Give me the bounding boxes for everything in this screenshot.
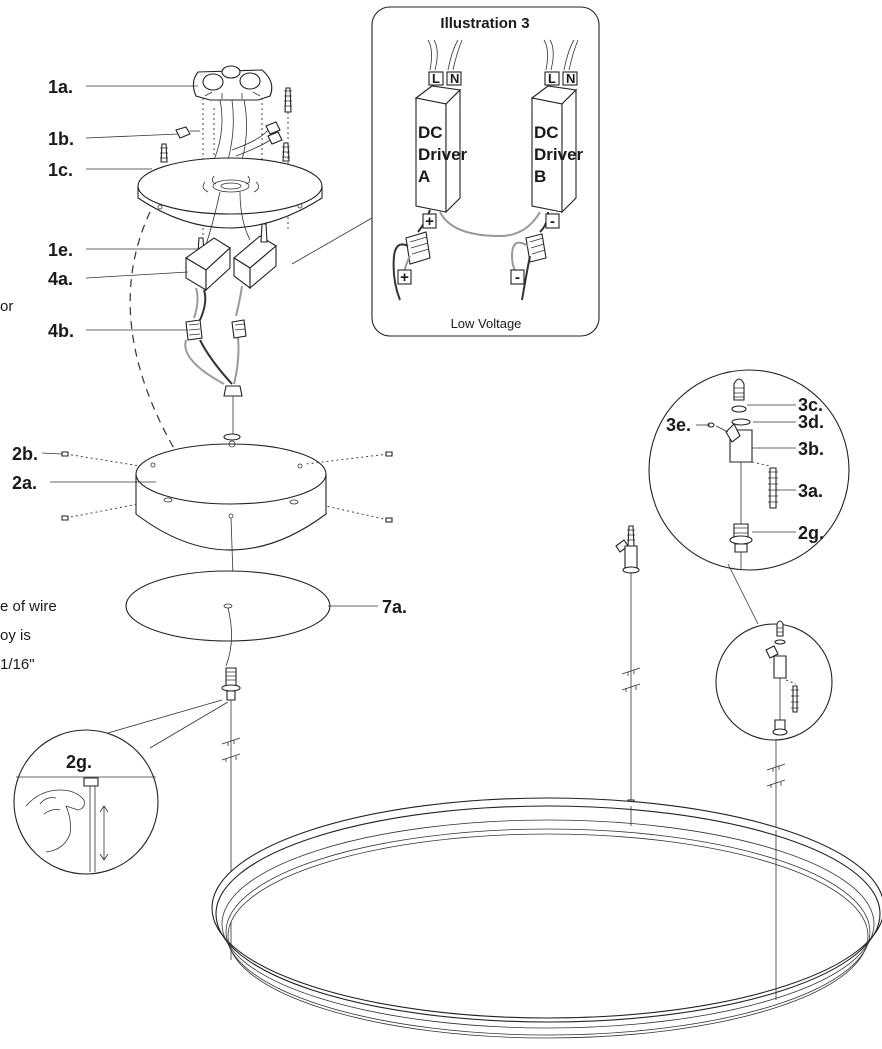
left-text-fragments: or e of wire oy is 1/16"	[0, 298, 57, 673]
ring-fixture	[211, 797, 882, 1039]
detail-labels: 3c. 3d. 3e. 3b. 3a. 2g.	[666, 395, 824, 543]
illustration-3-text: Illustration 3 L N L N DC Driver A DC Dr…	[400, 15, 583, 331]
label-2g-zoom: 2g.	[66, 752, 92, 772]
driver-a-line3: A	[418, 167, 430, 186]
ceiling-disc	[125, 570, 331, 667]
driver-b-minus: -	[550, 213, 555, 230]
detail-callout	[648, 369, 850, 741]
label-3a: 3a.	[798, 481, 823, 501]
driver-a-neutral: N	[450, 71, 459, 86]
junction-box	[192, 65, 273, 161]
driver-b-line1: DC	[534, 123, 559, 142]
label-2g: 2g.	[798, 523, 824, 543]
part-labels: 1a. 1b. 1c. 1e. 4a. 4b. 2b. 2a. 7a. 2g.	[12, 77, 407, 772]
output-plus: +	[400, 269, 409, 286]
label-3d: 3d.	[798, 412, 824, 432]
illustration-3-panel	[291, 6, 600, 337]
middle-suspension	[615, 525, 641, 807]
fragment-or: or	[0, 298, 13, 315]
output-minus: -	[515, 269, 520, 286]
leader-lines	[41, 85, 796, 607]
zoom-gripper-adjust	[13, 699, 229, 875]
label-1c: 1c.	[48, 160, 73, 180]
right-suspension	[766, 736, 786, 830]
driver-b-neutral: N	[566, 71, 575, 86]
fragment-measure: 1/16"	[0, 656, 35, 673]
label-4a: 4a.	[48, 269, 73, 289]
label-3e: 3e.	[666, 415, 691, 435]
label-3c: 3c.	[798, 395, 823, 415]
fragment-wire: e of wire	[0, 598, 57, 615]
label-2a: 2a.	[12, 473, 37, 493]
low-voltage-caption: Low Voltage	[451, 316, 522, 331]
label-1b: 1b.	[48, 129, 74, 149]
canopy	[61, 440, 393, 577]
label-4b: 4b.	[48, 321, 74, 341]
illustration-leader-line	[291, 217, 373, 265]
wire-nut	[175, 126, 200, 139]
driver-a-line2: Driver	[418, 145, 468, 164]
label-1a: 1a.	[48, 77, 73, 97]
label-7a: 7a.	[382, 597, 407, 617]
left-suspension	[221, 667, 241, 922]
driver-a-live: L	[432, 71, 440, 86]
illustration-title: Illustration 3	[440, 15, 529, 32]
driver-a-line1: DC	[418, 123, 443, 142]
fragment-oy-is: oy is	[0, 627, 31, 644]
driver-b-live: L	[548, 71, 556, 86]
label-2b: 2b.	[12, 444, 38, 464]
dashed-arc	[129, 211, 177, 453]
driver-b-line2: Driver	[534, 145, 584, 164]
main-drivers	[184, 223, 277, 441]
label-1e: 1e.	[48, 240, 73, 260]
mounting-plate	[137, 157, 323, 249]
driver-a-plus: +	[425, 213, 434, 230]
label-3b: 3b.	[798, 439, 824, 459]
mounting-screws	[160, 87, 292, 163]
driver-b-line3: B	[534, 167, 546, 186]
